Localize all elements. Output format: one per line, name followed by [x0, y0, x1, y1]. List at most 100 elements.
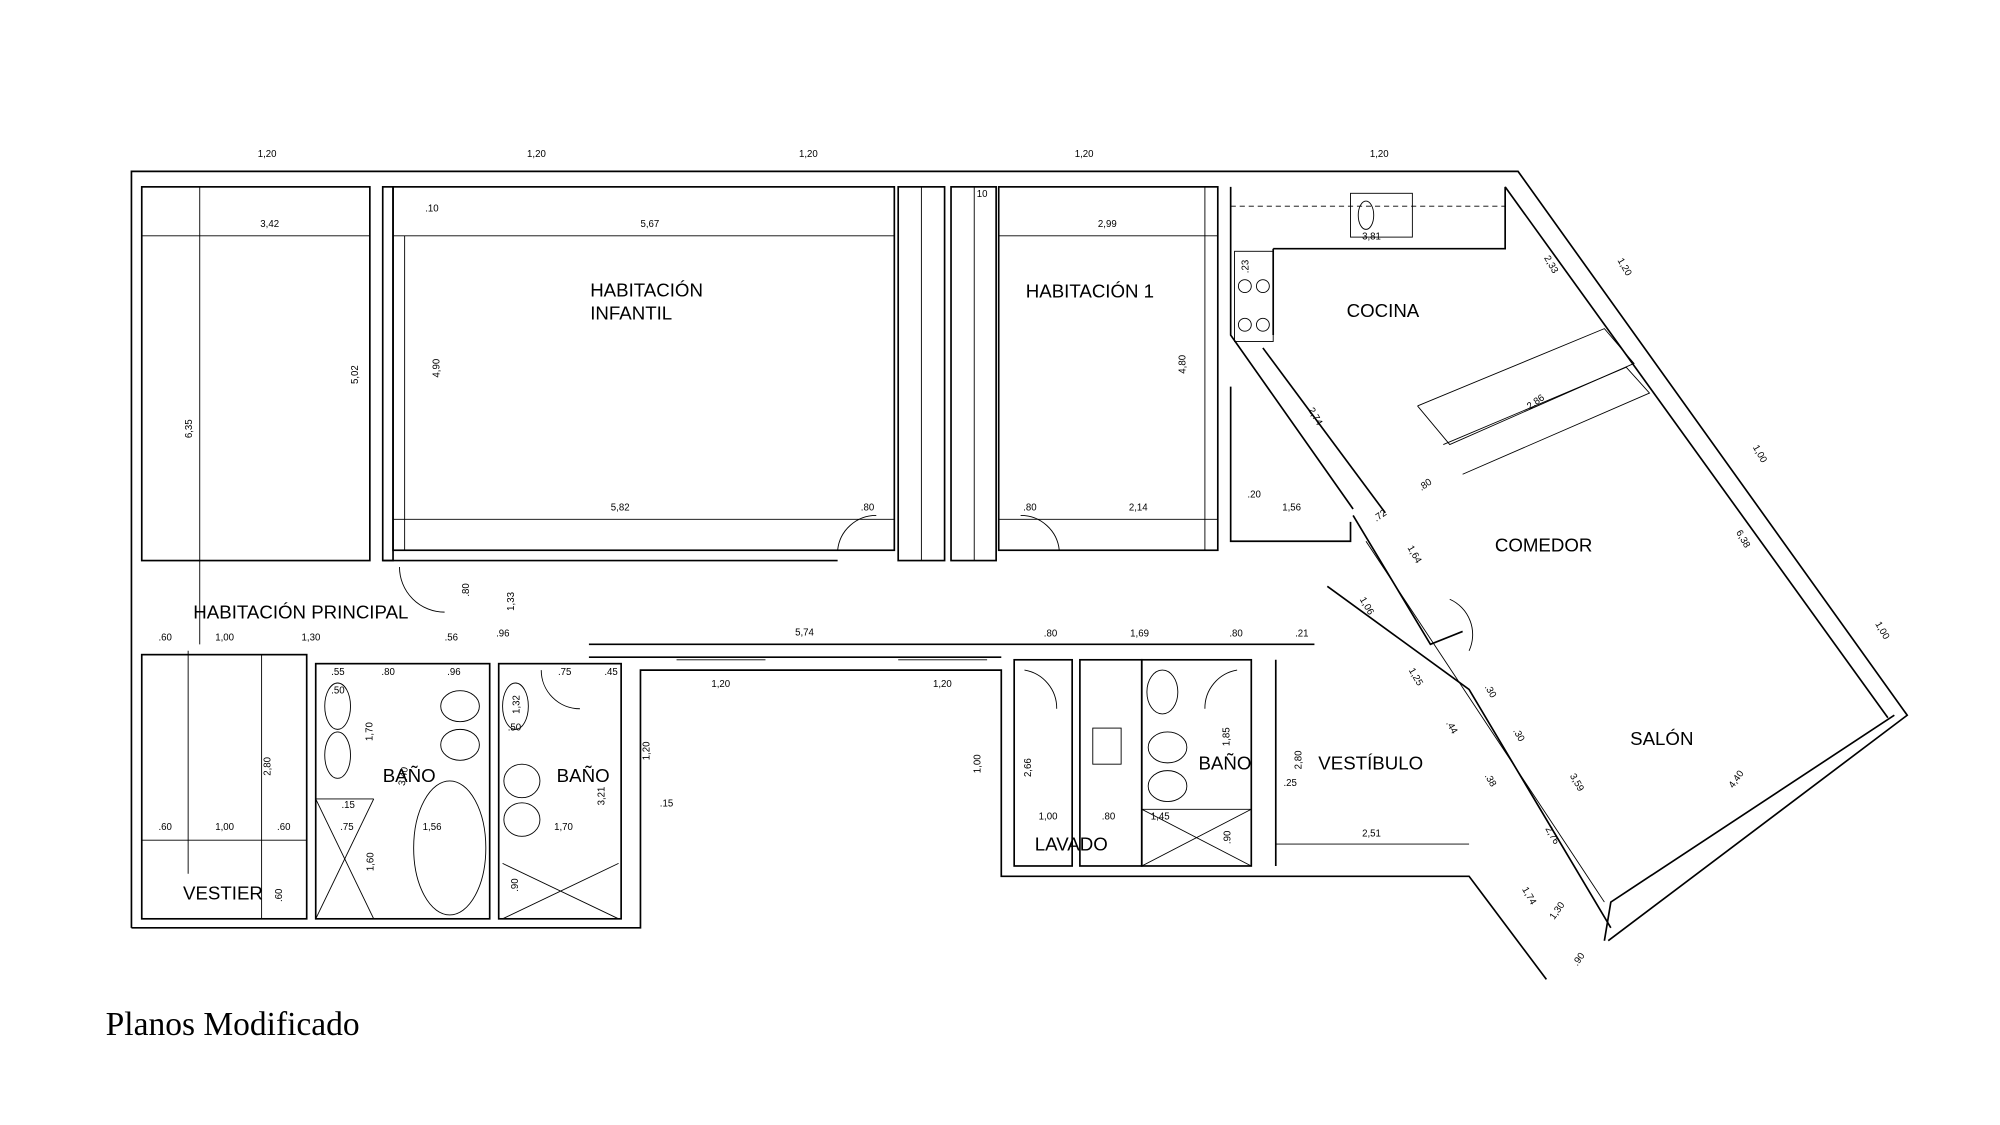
dimension-label: 1,60: [366, 852, 377, 871]
room-labels: HABITACIÓN INFANTIL HABITACIÓN 1 COCINA …: [183, 279, 1693, 903]
room-label-bano: BAÑO: [1198, 752, 1251, 773]
room-label-comedor: COMEDOR: [1495, 535, 1593, 556]
dimension-label: .90: [510, 878, 521, 891]
dimension-label: .15: [341, 800, 354, 811]
room-label-vestibulo: VESTÍBULO: [1318, 752, 1423, 773]
dimension-label: 1,20: [1370, 149, 1389, 160]
dimension-label: 1,56: [1282, 502, 1301, 513]
dimension-label: .56: [445, 632, 458, 643]
dimension-label: .80: [1229, 629, 1242, 640]
dimension-label: .23: [1241, 260, 1252, 273]
dimension-label: .80: [381, 667, 394, 678]
dimension-label: .38: [1482, 772, 1498, 789]
dimension-label: 2,74: [1305, 406, 1324, 428]
room-label-lavado: LAVADO: [1035, 834, 1108, 855]
dimension-label: 1,70: [364, 722, 375, 741]
dimension-label: 1,74: [1519, 885, 1538, 907]
dimension-label: .30: [1510, 727, 1526, 744]
dimension-label: .80: [861, 502, 874, 513]
dimension-label: 1,56: [423, 822, 442, 833]
dimension-label: 1,20: [1615, 256, 1634, 278]
dimension-label: 1,30: [1548, 900, 1568, 922]
room-label-salon: SALÓN: [1630, 728, 1693, 749]
dimension-label: 1,45: [1151, 812, 1170, 823]
dimension-label: 3,21: [596, 787, 607, 806]
dimension-label: .10: [425, 203, 438, 214]
dimension-label: .90: [1571, 951, 1588, 968]
walls: [130, 170, 1909, 980]
dimension-label: 2,80: [263, 757, 274, 776]
dimension-label: .80: [1102, 812, 1115, 823]
dimension-label: 1,30: [302, 632, 321, 643]
dimension-label: .96: [496, 629, 509, 640]
dimension-label: 2,51: [1362, 828, 1381, 839]
dimension-label: 1,69: [1130, 629, 1149, 640]
room-label-cocina: COCINA: [1347, 300, 1420, 321]
dimension-label: .21: [1295, 629, 1308, 640]
dimension-label: 3,40: [397, 766, 411, 786]
room-label-habitacion-1: HABITACIÓN 1: [1026, 281, 1154, 302]
room-label-bano: BAÑO: [557, 765, 610, 786]
dimension-labels: 1,20 1,20 1,20 1,20 1,20 3,42 .10 5,67 2…: [159, 149, 1892, 968]
dimension-label: 1,20: [258, 149, 277, 160]
dimension-label: 2,66: [1023, 758, 1034, 777]
dimension-label: .90: [1223, 831, 1234, 844]
dimension-label: 2,80: [1294, 751, 1305, 770]
dimension-label: 1,20: [641, 742, 652, 761]
dimension-label: 1,20: [527, 149, 546, 160]
dimension-label: .60: [277, 822, 290, 833]
dimension-label: .75: [340, 822, 353, 833]
dimension-label: 5,74: [795, 627, 814, 638]
dimension-label: 1,70: [554, 822, 573, 833]
dimension-label: .25: [1284, 778, 1297, 789]
dimension-label: 4,80: [1178, 355, 1189, 374]
room-label-bano: BAÑO: [383, 765, 436, 786]
dimension-label: .20: [1247, 489, 1260, 500]
dimension-label: .75: [558, 667, 571, 678]
dimension-label: 6,35: [184, 419, 195, 438]
dimension-label: .96: [447, 667, 460, 678]
dimension-label: 2,33: [1541, 254, 1560, 276]
dimension-label: 1,20: [799, 149, 818, 160]
dimension-label: .55: [331, 667, 344, 678]
dimension-label: 1,00: [1039, 812, 1058, 823]
dimension-label: 1,00: [1750, 443, 1769, 465]
dimension-label: 5,82: [611, 502, 630, 513]
dimension-label: 5,02: [350, 365, 361, 384]
dimension-label: 2,76: [1543, 825, 1562, 847]
dimension-label: 1,06: [1357, 595, 1376, 617]
dimension-label: 5,67: [640, 219, 659, 230]
dimension-label: 3,81: [1362, 232, 1381, 243]
room-label-habitacion-infantil: HABITACIÓN: [590, 279, 703, 300]
dimension-label: .60: [274, 889, 285, 902]
dimension-label: .15: [660, 799, 673, 810]
dimension-label: 3,59: [1567, 772, 1586, 794]
dimension-label: .30: [1482, 683, 1498, 700]
room-label-vestier: VESTIER: [183, 882, 263, 903]
dimension-label: .50: [508, 723, 521, 734]
dimension-label: 1,00: [973, 754, 984, 773]
dimension-label: .80: [1023, 502, 1036, 513]
dimension-label: 1,20: [933, 679, 952, 690]
dimension-label: 10: [977, 189, 988, 200]
dimension-label: 1,00: [1872, 620, 1891, 642]
dimension-label: .44: [1443, 719, 1460, 737]
dimension-label: 1,85: [1221, 727, 1232, 746]
dimension-label: .80: [1417, 477, 1434, 494]
dimension-label: .50: [331, 685, 344, 696]
dimension-label: 1,32: [511, 695, 522, 714]
dimension-label: .72: [1372, 508, 1389, 525]
dimension-label: .80: [1044, 629, 1057, 640]
dimension-label: 2,14: [1129, 502, 1148, 513]
dimension-label: 4,40: [1727, 769, 1747, 791]
dimension-label: 6,38: [1733, 528, 1752, 550]
room-label-habitacion-infantil-2: INFANTIL: [590, 303, 672, 324]
dimension-label: 3,42: [260, 219, 279, 230]
dimension-label: 1,20: [711, 679, 730, 690]
dimension-label: 1,00: [215, 632, 234, 643]
dimension-label: 1,64: [1405, 544, 1424, 566]
dimension-label: .60: [159, 632, 172, 643]
dimension-label: 4,90: [431, 359, 442, 378]
room-label-habitacion-principal: HABITACIÓN PRINCIPAL: [193, 602, 408, 623]
